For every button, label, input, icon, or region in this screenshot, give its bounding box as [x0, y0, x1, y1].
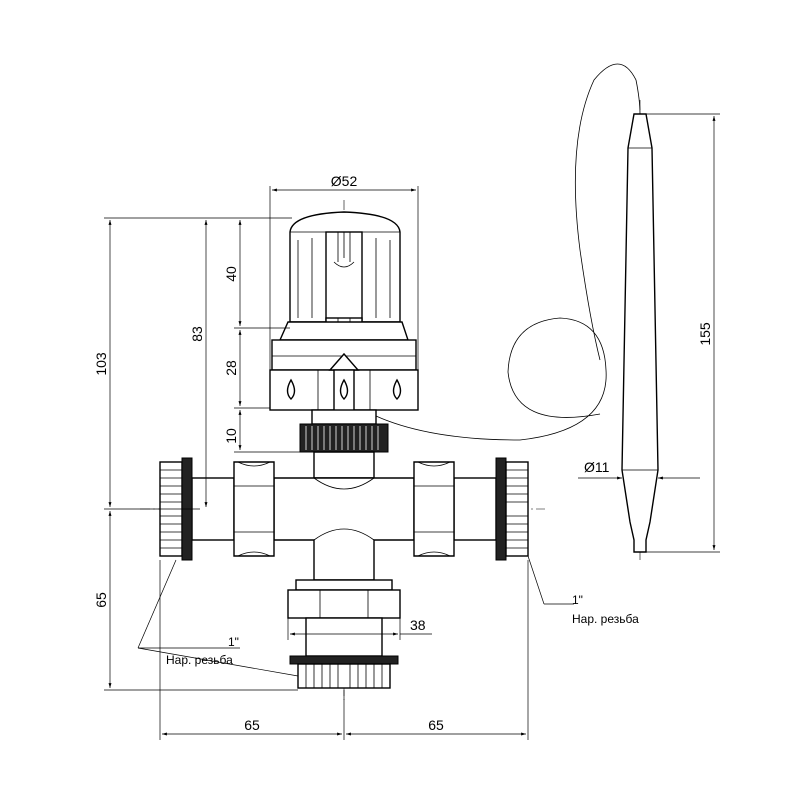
- dim-label-10: 10: [223, 428, 239, 444]
- dim-label-83: 83: [189, 326, 205, 342]
- thread-note-right: 1" Нар. резьба: [527, 555, 639, 626]
- left-hex-nut: [233, 461, 275, 557]
- dim-label-d52: Ø52: [331, 173, 358, 189]
- remote-sensor: [621, 113, 659, 553]
- dim-38: 38: [287, 617, 432, 640]
- capillary-tube: [375, 63, 641, 441]
- dim-label-d11: Ø11: [584, 459, 610, 475]
- right-threaded-end: [495, 457, 529, 561]
- thread-note-bottom: 1" Нар. резьба: [137, 559, 299, 677]
- dim-label-103: 103: [93, 352, 109, 376]
- dim-head-height: 40: [223, 217, 292, 329]
- dim-nut-height: 10: [223, 410, 300, 453]
- dim-label-38: 38: [410, 617, 426, 633]
- thread-size-right: 1": [572, 593, 583, 607]
- right-hex-nut: [413, 461, 455, 557]
- water-drop-icon: [286, 378, 296, 400]
- thread-label-bottom: Нар. резьба: [166, 653, 233, 667]
- water-drop-icon: [392, 378, 402, 400]
- thread-label-right: Нар. резьба: [572, 612, 639, 626]
- dim-label-155: 155: [697, 322, 713, 346]
- water-drop-icon: [339, 378, 349, 400]
- dim-83: 83: [160, 217, 234, 510]
- dim-label-65-left: 65: [244, 717, 260, 733]
- dim-65-vertical: 65: [93, 511, 298, 691]
- dim-label-65-vertical: 65: [93, 592, 109, 608]
- dim-103: 103: [93, 217, 200, 510]
- dim-sensor-length: 155: [646, 113, 720, 553]
- dim-head-diameter: Ø52: [269, 173, 419, 370]
- bottom-threaded-end: [289, 655, 399, 689]
- dim-collar-height: 28: [223, 330, 270, 409]
- dim-65-horizontal: 65 65: [159, 560, 529, 740]
- dim-label-28: 28: [223, 360, 239, 376]
- thread-size-bottom: 1": [228, 635, 239, 649]
- dim-sensor-diameter: Ø11: [578, 459, 700, 480]
- thermostatic-head: [269, 211, 419, 453]
- bottom-hex-nut: [287, 579, 401, 657]
- dim-label-40: 40: [223, 266, 239, 282]
- dim-label-65-right: 65: [428, 717, 444, 733]
